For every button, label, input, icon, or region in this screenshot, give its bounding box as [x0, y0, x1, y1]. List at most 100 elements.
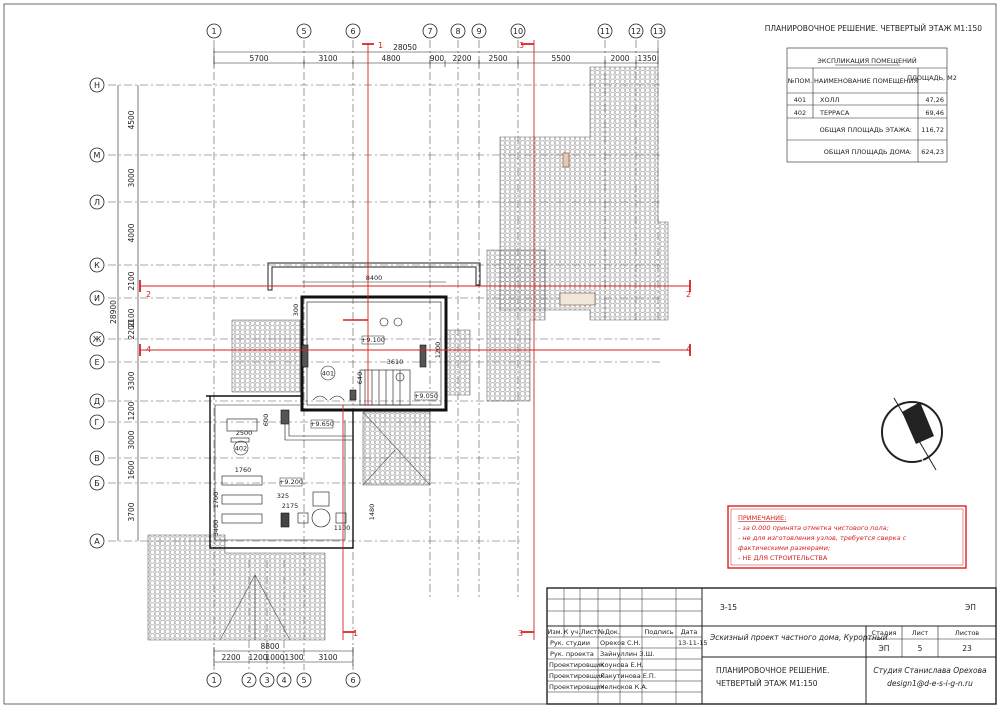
tb-h-ndoc: №Док. [597, 628, 620, 636]
svg-text:6: 6 [350, 27, 355, 36]
explication-row-2-num: 402 [794, 109, 806, 117]
explication-house-total: 624,23 [921, 148, 944, 156]
bottom-dimension-chain [213, 647, 354, 666]
left-dim-5: 2200 [127, 320, 136, 339]
dim-1760: 1760 [235, 466, 252, 474]
axis-bubble-top-11: 11 [597, 23, 613, 39]
sheet-frame [3, 3, 997, 705]
axis-bubble-left-7: Д [89, 393, 105, 409]
bottom-dim-total: 8800 [260, 642, 279, 651]
svg-text:Е: Е [94, 358, 99, 367]
tb-sheets: 23 [962, 644, 972, 653]
svg-text:И: И [94, 294, 100, 303]
left-dimension-chain [117, 85, 139, 541]
svg-text:13: 13 [653, 27, 663, 36]
tb-code: З-15 [720, 603, 737, 612]
explication-header-num: №ПОМ. [787, 77, 812, 85]
roof-bottom [147, 534, 326, 641]
note-box: ПРИМЕЧАНИЕ: - за 0.000 принята отметка ч… [727, 505, 967, 569]
top-dim-1: 3100 [318, 54, 337, 63]
roof-areas [147, 66, 669, 641]
plan-annotations: 401 402 +9.100 +9.050 +9.650 +9.200 8400… [212, 274, 446, 536]
explication-row-2-name: ТЕРРАСА [819, 109, 850, 117]
axis-bubble-bottom-1: 1 [206, 672, 222, 688]
svg-text:А: А [94, 537, 100, 546]
section-mark-3-top: 3 [519, 41, 524, 50]
left-dim-4: 2100 [127, 308, 136, 327]
svg-text:К: К [94, 261, 100, 270]
level-9200: +9.200 [279, 478, 303, 486]
dim-300: 300 [292, 304, 300, 316]
axis-bubble-top-7: 7 [422, 23, 438, 39]
tb-name-2: Зайнуллин З.Ш. [600, 650, 655, 658]
svg-text:10: 10 [513, 27, 523, 36]
left-dim-1: 3000 [127, 168, 136, 187]
axis-bubble-bottom-5: 5 [296, 672, 312, 688]
tb-sheets-label: Листов [955, 629, 979, 637]
axis-bubble-top-9: 9 [471, 23, 487, 39]
svg-text:12: 12 [631, 27, 641, 36]
note-line-4: - НЕ ДЛЯ СТРОИТЕЛЬСТВА [738, 554, 828, 562]
section-mark-1-top: 1 [378, 41, 383, 50]
dim-8400: 8400 [366, 274, 383, 282]
dim-2175: 2175 [282, 502, 299, 510]
tb-role-4: Проектировщик [549, 672, 604, 680]
axis-bubble-top-13: 13 [650, 23, 666, 39]
explication-title: ЭКСПЛИКАЦИЯ ПОМЕЩЕНИЙ [817, 56, 917, 65]
axis-bubble-left-0: Н [89, 77, 105, 93]
roof-right-lower [486, 249, 546, 402]
svg-text:Б: Б [94, 479, 100, 488]
tb-drawing-line-1: ПЛАНИРОВОЧНОЕ РЕШЕНИЕ. [716, 666, 829, 675]
svg-text:Н: Н [94, 81, 100, 90]
svg-text:7: 7 [427, 27, 432, 36]
explication-row-1-name: ХОЛЛ [820, 96, 839, 104]
bottom-dim-0: 2200 [221, 653, 240, 662]
left-dim-0: 4500 [127, 110, 136, 129]
tb-studio: Студия Станислава Орехова [873, 666, 987, 675]
bottom-dim-4: 3100 [318, 653, 337, 662]
dim-3610: 3610 [387, 358, 404, 366]
tb-role-5: Проектировщик [549, 683, 604, 691]
note-title: ПРИМЕЧАНИЕ: [738, 514, 786, 522]
svg-text:1: 1 [211, 676, 216, 685]
explication-row-2-area: 69,46 [925, 109, 944, 117]
svg-text:1: 1 [211, 27, 216, 36]
dim-1700: 1700 [212, 492, 220, 509]
axis-bubble-bottom-4: 4 [276, 672, 292, 688]
tb-h-kuch: К уч. [564, 628, 580, 636]
top-dim-3: 900 [430, 54, 445, 63]
left-dim-8: 3000 [127, 430, 136, 449]
level-9100: +9.100 [361, 336, 385, 344]
svg-text:Ж: Ж [93, 335, 102, 344]
skylight [559, 292, 596, 306]
section-mark-4-right: 4 [686, 345, 691, 354]
roof-left-mid [231, 319, 301, 393]
top-dimension-chain [213, 48, 659, 67]
svg-text:Л: Л [94, 198, 100, 207]
axis-bubble-top-6: 6 [345, 23, 361, 39]
dim-640: 640 [356, 372, 364, 384]
axis-bubble-bottom-2: 2 [241, 672, 257, 688]
svg-text:9: 9 [476, 27, 481, 36]
bottom-dim-1: 1200 [248, 653, 267, 662]
room-402-walls [206, 395, 354, 549]
axis-bubble-left-8: Г [89, 414, 105, 430]
dim-600: 600 [262, 414, 270, 426]
tb-role-1: Рук. студии [550, 639, 590, 647]
tb-h-date: Дата [681, 628, 698, 636]
tb-name-3: Коунова Е.Н. [600, 661, 644, 669]
tb-project-1: Эскизный проект частного дома, Курортный [709, 633, 888, 642]
axis-bubble-left-10: Б [89, 475, 105, 491]
tb-h-list: Лист [581, 628, 598, 636]
left-dim-3: 2100 [127, 271, 136, 290]
roof-center-right [444, 329, 471, 396]
section-lines [139, 40, 691, 640]
top-dim-7: 2000 [610, 54, 629, 63]
explication-table [786, 47, 948, 163]
note-line-1: - за 0.000 принята отметка чистового пол… [738, 524, 889, 532]
top-dim-0: 5700 [249, 54, 268, 63]
